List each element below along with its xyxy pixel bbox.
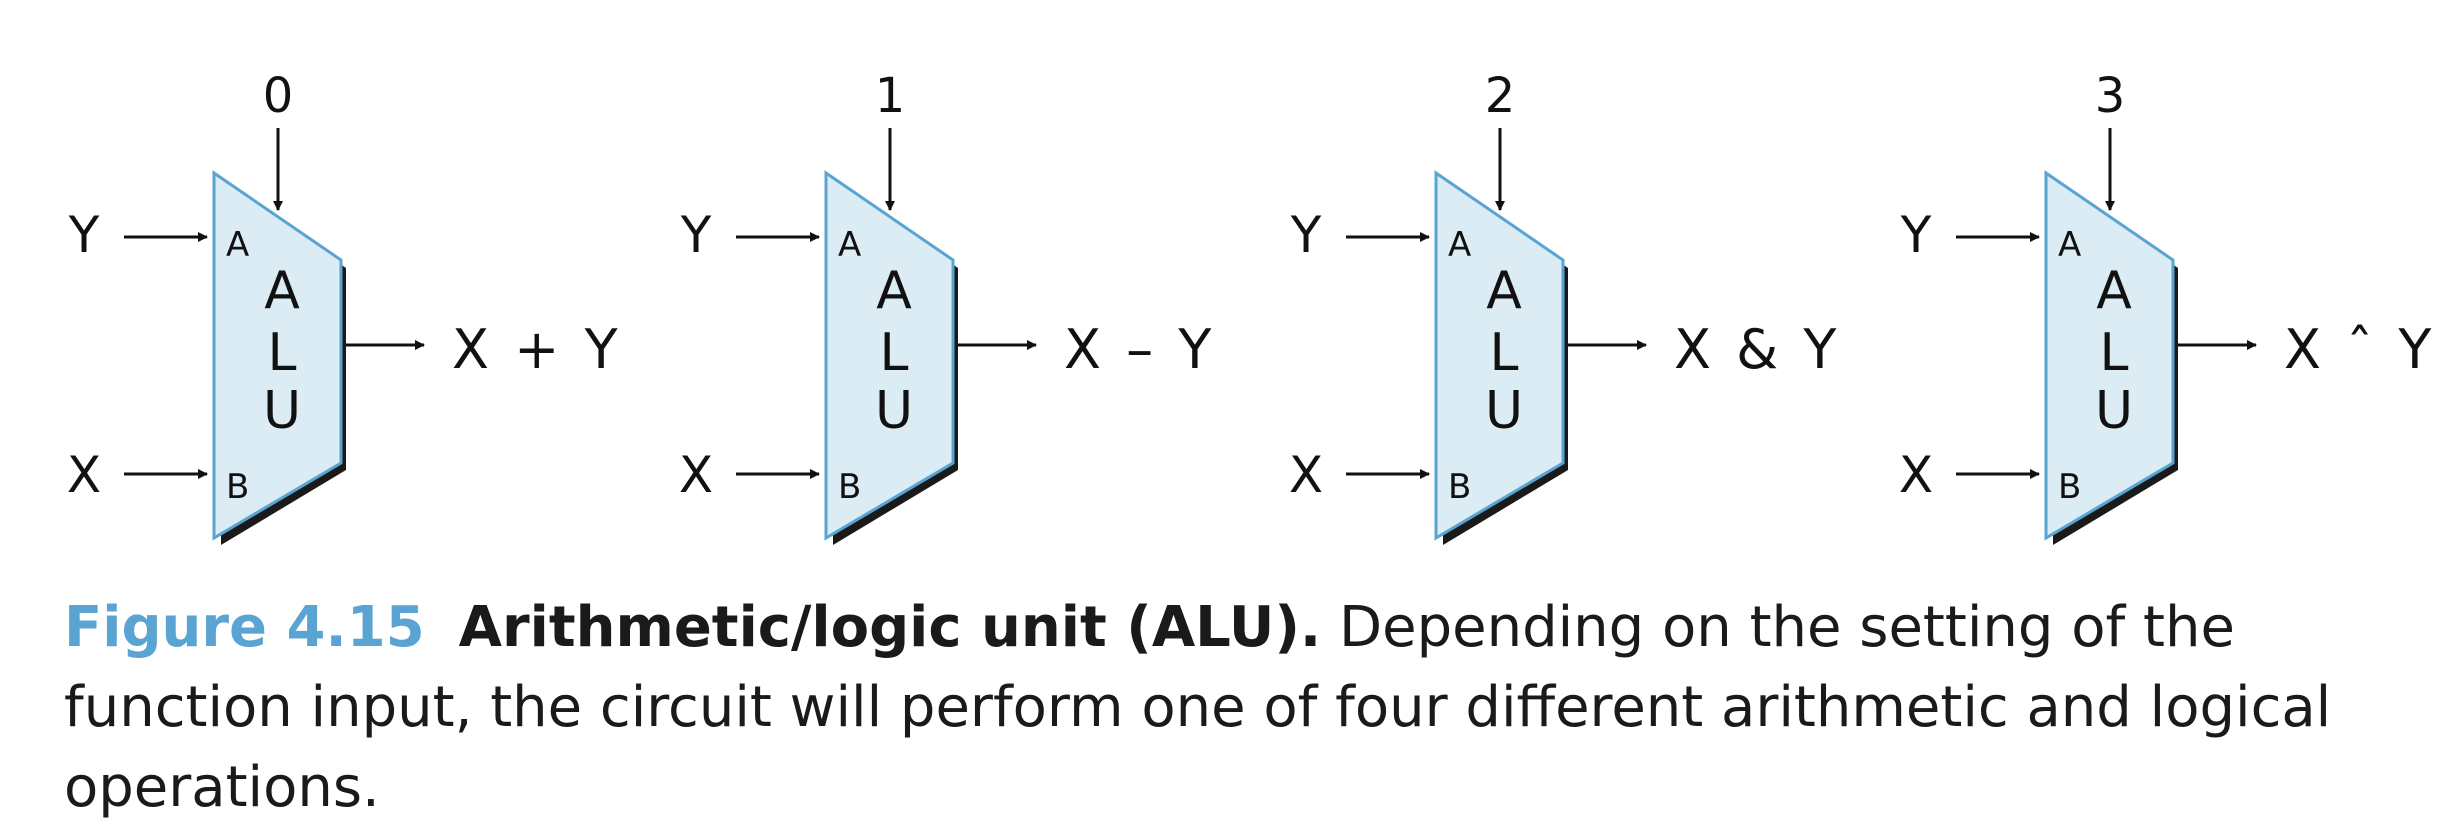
port-a-label: A xyxy=(838,225,861,265)
output-label: X + Y xyxy=(452,318,622,381)
output-label: X – Y xyxy=(1064,318,1215,381)
output-label: X & Y xyxy=(1674,318,1840,381)
input-b-label: X xyxy=(1899,446,1933,504)
port-b-label: B xyxy=(226,467,249,507)
input-b-label: X xyxy=(679,446,713,504)
figure-label: Figure 4.15 xyxy=(64,595,425,660)
alu-letter: U xyxy=(2095,381,2133,441)
port-a-label: A xyxy=(226,225,249,265)
alu-letter: U xyxy=(263,381,301,441)
alu-body xyxy=(212,170,343,541)
alu-letter: A xyxy=(2096,261,2132,321)
port-a-label: A xyxy=(2058,225,2081,265)
alu-letter: L xyxy=(880,323,909,383)
alu-letter: L xyxy=(1490,323,1519,383)
function-code-label: 0 xyxy=(263,68,294,124)
input-b-label: X xyxy=(67,446,101,504)
alu-letter: A xyxy=(1486,261,1522,321)
port-a-label: A xyxy=(1448,225,1471,265)
input-b-label: X xyxy=(1289,446,1323,504)
alu-letter: U xyxy=(1485,381,1523,441)
alu-letter: U xyxy=(875,381,913,441)
alu-letter: A xyxy=(264,261,300,321)
figure-title: Arithmetic/logic unit (ALU). xyxy=(458,595,1322,660)
input-a-label: Y xyxy=(1290,206,1322,264)
alu-body xyxy=(2044,170,2175,541)
input-a-label: Y xyxy=(680,206,712,264)
input-a-label: Y xyxy=(1900,206,1932,264)
alu-letter: L xyxy=(268,323,297,383)
function-code-label: 3 xyxy=(2095,68,2126,124)
input-a-label: Y xyxy=(68,206,100,264)
alu-letter: L xyxy=(2100,323,2129,383)
port-b-label: B xyxy=(2058,467,2081,507)
figure-description: Depending on the setting of the function… xyxy=(64,595,2332,820)
alu-letter: A xyxy=(876,261,912,321)
port-b-label: B xyxy=(1448,467,1471,507)
alu-body xyxy=(824,170,955,541)
function-code-label: 2 xyxy=(1485,68,1516,124)
port-b-label: B xyxy=(838,467,861,507)
alu-body xyxy=(1434,170,1565,541)
output-label: X ˆ Y xyxy=(2284,318,2435,381)
function-code-label: 1 xyxy=(875,68,906,124)
